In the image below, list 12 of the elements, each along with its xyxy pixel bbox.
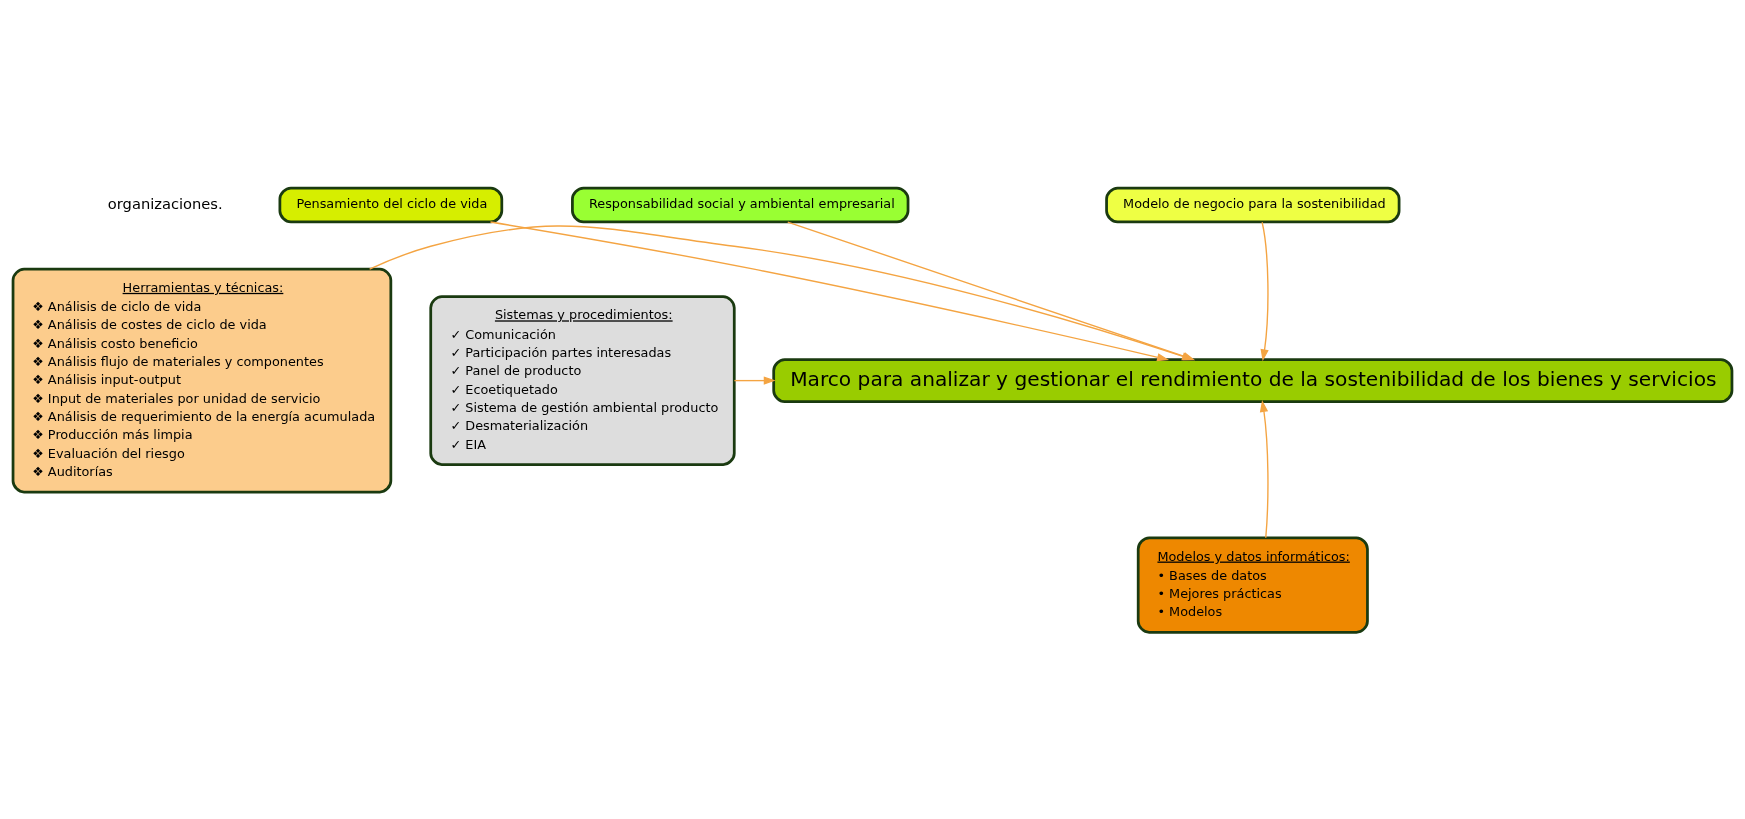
node-box: Marco para analizar y gestionar el rendimiento de la sostenibilidad de los bienes y servicios (772, 358, 1734, 404)
arrow (733, 376, 776, 385)
arrow (489, 221, 1170, 362)
node-box: Sistemas y procedimientos: ✓ Comunicación ✓ Participación partes interesadas ✓ Panel de producto ✓ Ecoetiquetado ✓ Sistema de gestión ambiental producto ✓ Desmaterialización ✓ EIA (429, 295, 736, 466)
arrow (1260, 221, 1269, 362)
node-box: Responsabilidad social y ambiental empresarial (571, 186, 910, 224)
node-box: Herramientas y técnicas: ❖ Análisis de ciclo de vida ❖ Análisis de costes de ciclo de vida ❖ Análisis costo beneficio ❖ Análisis flujo de materiales y componentes ❖ Análisis input-output ❖ Input de materiales por unidad de servicio ❖ Análisis de requerimiento de la energía acumulada ❖ Producción más limpia ❖ Evaluación del riesgo ❖ Auditorías (11, 267, 393, 494)
node-box: Pensamiento del ciclo de vida (278, 186, 504, 224)
label: organizaciones. (107, 194, 223, 212)
arrow (1259, 400, 1269, 539)
node-box: Modelos y datos informáticos: • Bases de datos • Mejores prácticas • Modelos (1136, 536, 1369, 634)
node-box: Modelo de negocio para la sostenibilidad (1105, 186, 1401, 224)
